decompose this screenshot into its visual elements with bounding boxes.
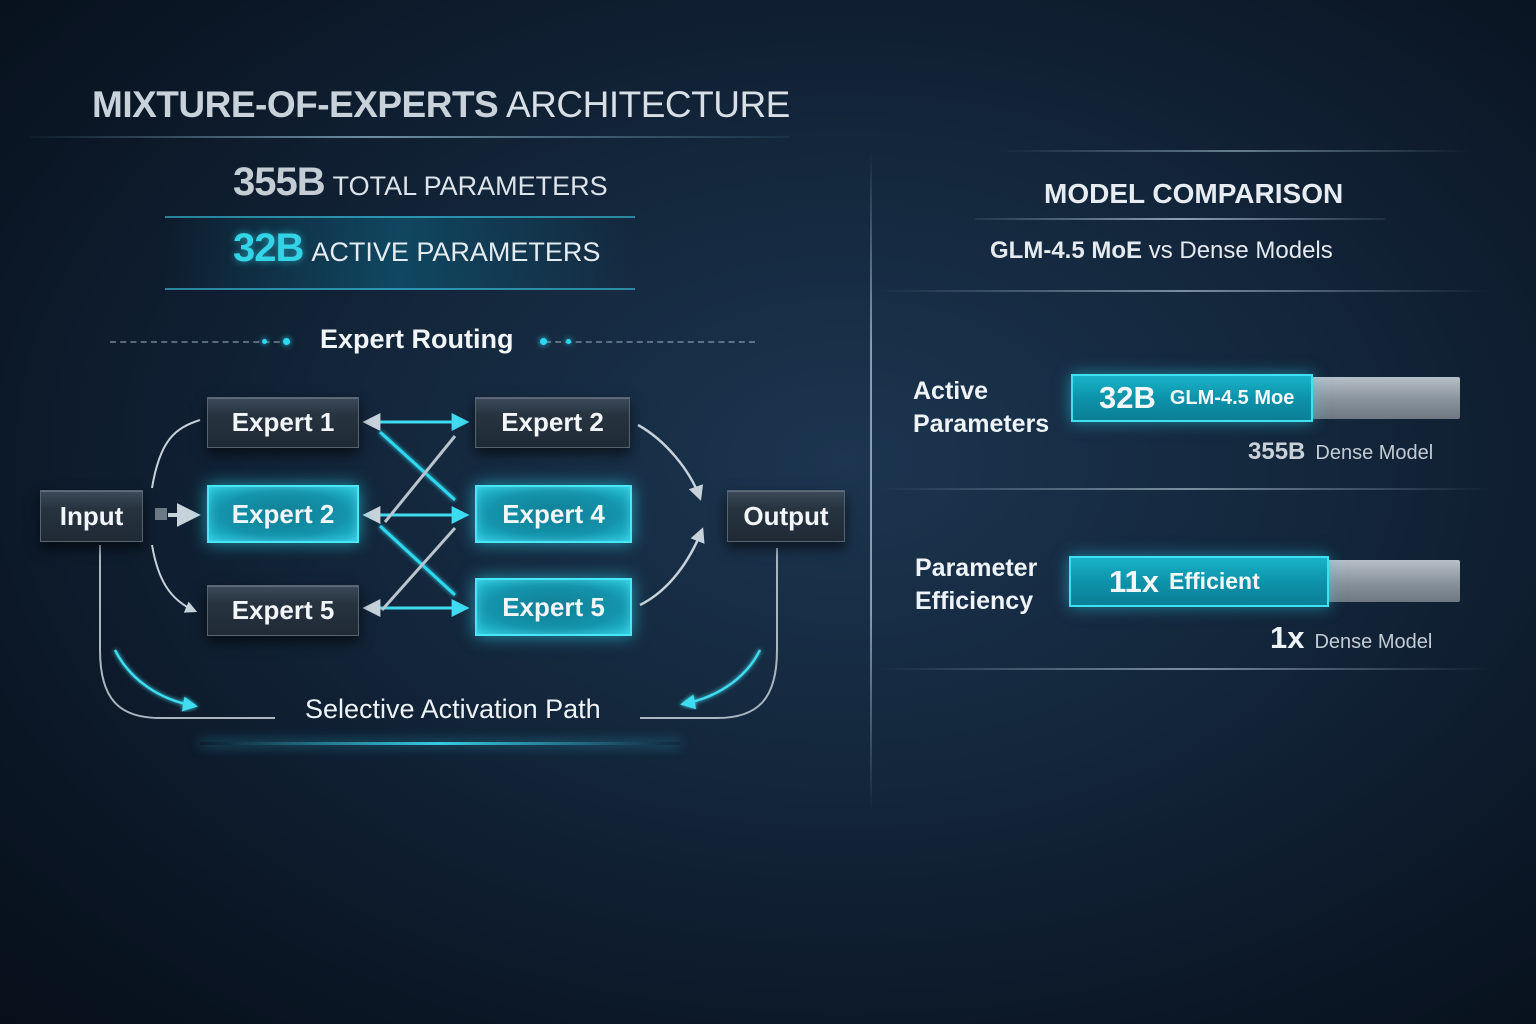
input-node: Input bbox=[40, 490, 143, 542]
glm-active-parameters-bar: 32B GLM-4.5 Moe bbox=[1071, 374, 1313, 422]
active-parameters-band bbox=[165, 216, 635, 290]
row-divider-2 bbox=[880, 668, 1490, 670]
model-comparison-title: MODEL COMPARISON bbox=[1044, 178, 1344, 209]
row-label-line1: Parameter bbox=[915, 554, 1038, 582]
active-parameters-row-label: Active Parameters bbox=[913, 375, 1049, 441]
expert-node-layer1-1: Expert 1 bbox=[207, 397, 359, 448]
expert-routing-title: Expert Routing bbox=[320, 324, 514, 354]
note-value: 355B bbox=[1248, 438, 1306, 465]
dense-model-bar-track bbox=[1290, 377, 1460, 419]
bar-text: GLM-4.5 Moe bbox=[1169, 386, 1295, 409]
dense-model-efficiency-track bbox=[1310, 560, 1460, 602]
bar-text: Efficient bbox=[1169, 568, 1260, 594]
activation-glow-line bbox=[200, 742, 680, 745]
total-parameters-value: 355B bbox=[233, 160, 326, 204]
active-parameters-label: ACTIVE PARAMETERS bbox=[311, 237, 601, 267]
total-parameters-label: TOTAL PARAMETERS bbox=[332, 171, 608, 201]
routing-dot-left bbox=[283, 338, 290, 345]
title-light: ARCHITECTURE bbox=[506, 84, 790, 125]
active-parameters-value: 32B bbox=[233, 226, 304, 270]
glm-efficiency-bar: 11x Efficient bbox=[1069, 556, 1329, 607]
subtitle-model: GLM-4.5 MoE bbox=[990, 237, 1143, 264]
comparison-subtitle-divider bbox=[880, 290, 1490, 292]
routing-dashed-line-left bbox=[110, 341, 290, 343]
routing-dot-right-small bbox=[566, 339, 571, 344]
page-title: MIXTURE-OF-EXPERTS ARCHITECTURE bbox=[92, 84, 790, 126]
expert-node-layer1-2-active: Expert 2 bbox=[207, 485, 359, 543]
routing-dot-right bbox=[540, 338, 547, 345]
row-label-line1: Active bbox=[913, 377, 989, 405]
output-node: Output bbox=[727, 490, 845, 542]
expert-node-layer2-4-active: Expert 4 bbox=[475, 485, 632, 543]
selective-activation-path-label: Selective Activation Path bbox=[305, 694, 601, 724]
row-divider-1 bbox=[880, 488, 1490, 490]
subtitle-rest: vs Dense Models bbox=[1148, 237, 1333, 264]
section-divider bbox=[870, 150, 872, 810]
model-comparison-subtitle: GLM-4.5 MoE vs Dense Models bbox=[990, 237, 1333, 265]
expert-node-layer2-5-active: Expert 5 bbox=[475, 578, 632, 636]
routing-dashed-line-right bbox=[545, 341, 755, 343]
expert-node-layer1-5: Expert 5 bbox=[207, 585, 359, 636]
bar-value: 32B bbox=[1099, 380, 1156, 415]
dense-model-note: 355B Dense Model bbox=[1248, 438, 1433, 466]
dense-model-efficiency-note: 1x Dense Model bbox=[1270, 620, 1432, 656]
comparison-top-divider bbox=[1000, 150, 1470, 152]
routing-connections bbox=[99, 413, 778, 727]
row-label-line2: Efficiency bbox=[915, 587, 1034, 615]
title-bold: MIXTURE-OF-EXPERTS bbox=[92, 84, 499, 125]
routing-dot-left-small bbox=[262, 339, 267, 344]
title-divider bbox=[30, 136, 790, 138]
expert-node-layer2-2: Expert 2 bbox=[475, 397, 630, 448]
bar-value: 11x bbox=[1109, 563, 1160, 599]
note-text: Dense Model bbox=[1314, 631, 1433, 653]
comparison-title-divider bbox=[975, 218, 1385, 220]
note-text: Dense Model bbox=[1315, 442, 1434, 464]
parameter-efficiency-row-label: Parameter Efficiency bbox=[915, 552, 1037, 618]
row-label-line2: Parameters bbox=[913, 410, 1050, 438]
note-value: 1x bbox=[1270, 620, 1305, 655]
